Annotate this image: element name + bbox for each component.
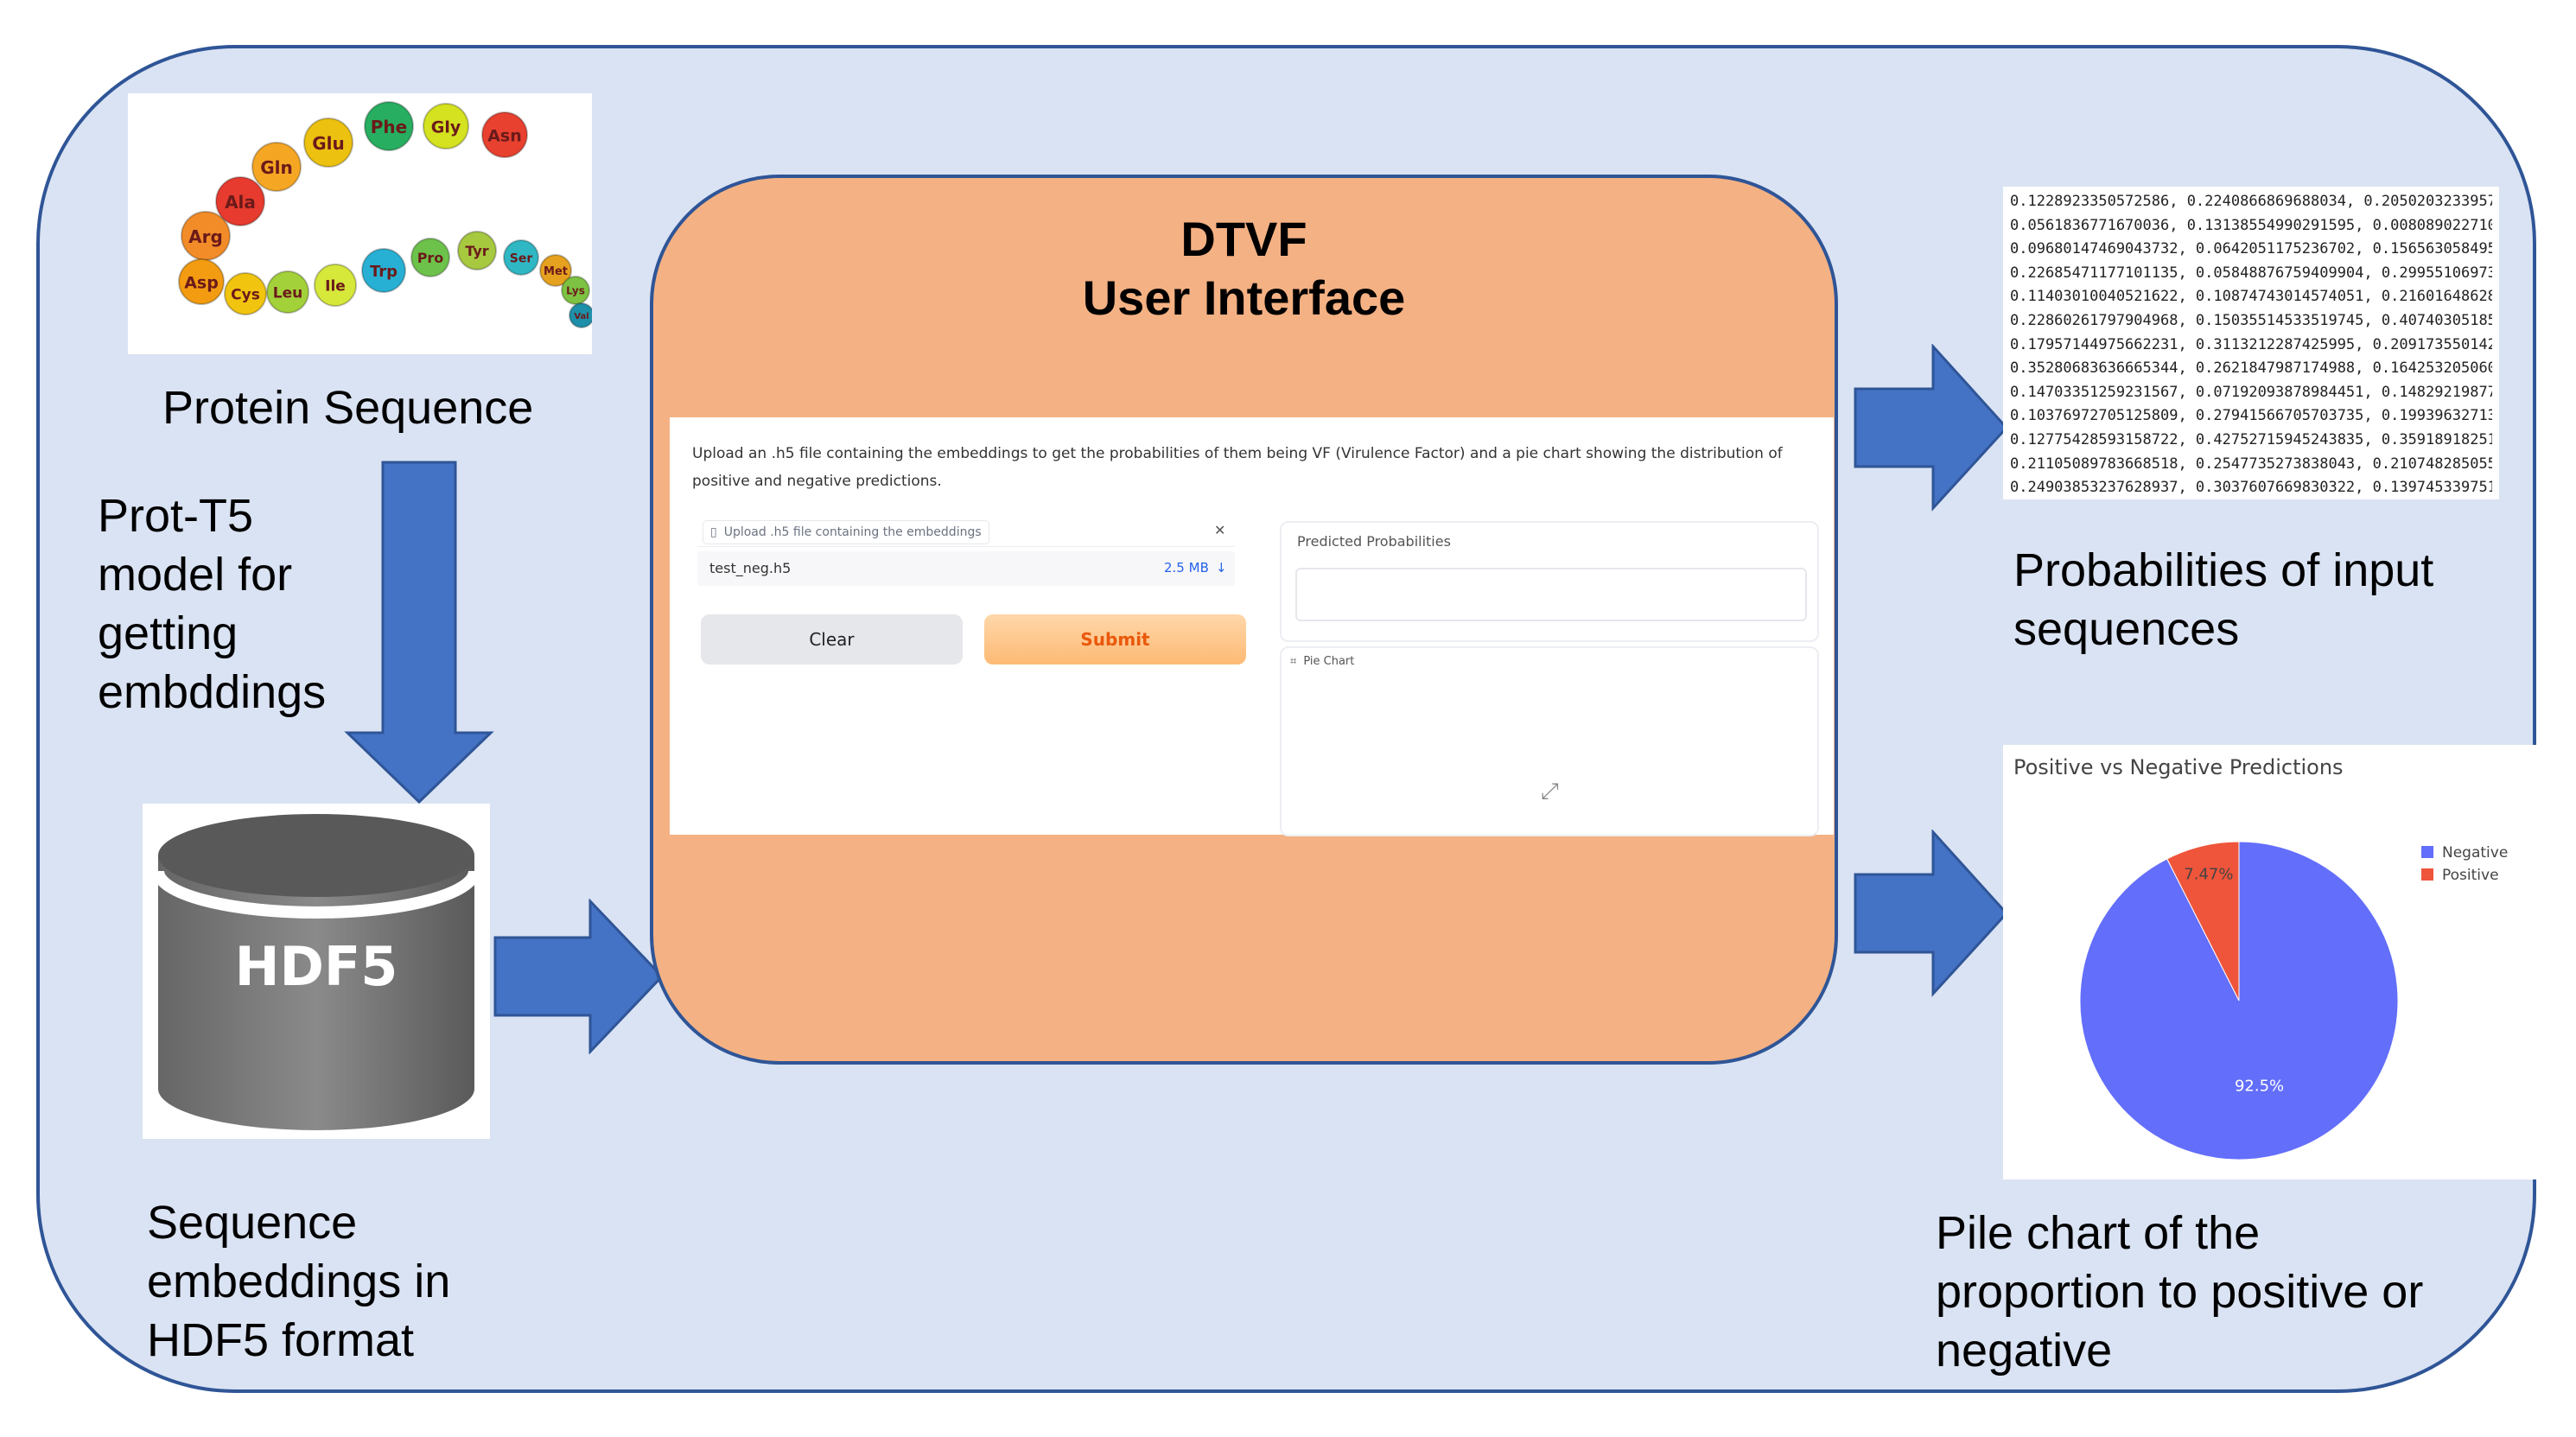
probabilities-label: Predicted Probabilities [1297,533,1451,550]
amino-acid-bead: Asn [481,111,528,158]
chart-icon: ⌗ [1290,655,1297,668]
amino-acid-label: Ile [325,278,346,296]
amino-acid-label: Ser [510,252,533,266]
file-row[interactable]: test_neg.h5 2.5 MB ↓ [697,551,1235,586]
probability-line: 0.14703351259231567, 0.07192093878984451… [2010,383,2492,401]
probability-line: 0.17957144975662231, 0.3113212287425995,… [2010,335,2492,353]
probability-line: 0.10376972705125809, 0.27941566705703735… [2010,407,2492,425]
amino-acid-bead: Asp [178,258,225,305]
submit-button[interactable]: Submit [984,614,1246,664]
amino-acid-label: Val [574,312,588,321]
prot-t5-label: Prot-T5 model for getting embddings [98,490,327,718]
amino-acid-label: Arg [188,226,223,247]
download-icon[interactable]: ↓ [1216,560,1227,575]
amino-acid-label: Asp [184,273,219,292]
right-arrow-to-probabilities [1854,344,2009,512]
amino-acid-bead: Trp [361,248,406,293]
pie-data-label: 7.47% [2184,865,2233,883]
upload-block: ▯ Upload .h5 file containing the embeddi… [697,517,1240,586]
probability-line: 0.1228923350572586, 0.2240866869688034, … [2010,193,2492,210]
probabilities-output: 0.1228923350572586, 0.2240866869688034, … [2003,187,2499,499]
pie-chart-caption: Pile chart of the proportion to positive… [1936,1207,2424,1377]
close-icon[interactable]: ✕ [1214,522,1226,538]
amino-acid-bead: Ile [314,264,357,307]
amino-acid-bead: Ala [215,176,265,226]
probabilities-panel: Predicted Probabilities [1280,521,1819,642]
legend-entry-negative[interactable]: Negative [2442,844,2508,862]
pie-chart-panel: ⌗ Pie Chart ⤢ [1280,646,1819,836]
amino-acid-bead: Phe [364,101,414,151]
amino-acid-label: Lys [566,284,585,296]
file-name: test_neg.h5 [709,560,792,576]
app-description: Upload an .h5 file containing the embedd… [692,445,1783,490]
amino-acid-label: Trp [370,263,398,281]
pie-slice-positive [2166,841,2240,1001]
probability-line: 0.09680147469043732, 0.0642051175236702,… [2010,240,2492,258]
pie-chart-label: Pie Chart [1303,655,1355,668]
probabilities-textbox[interactable] [1295,568,1807,621]
embeddings-label: Sequence embeddings in HDF5 format [147,1197,451,1366]
legend-swatch [2421,846,2433,858]
amino-acid-bead: Arg [181,211,231,261]
amino-acid-bead: Val [569,302,595,328]
clear-button[interactable]: Clear [701,614,963,664]
upload-label: Upload .h5 file containing the embedding… [723,525,982,539]
protein-sequence-label: Protein Sequence [162,382,534,434]
amino-acid-bead: Tyr [457,231,497,270]
amino-acid-label: Tyr [465,243,488,259]
pie-chart-title: Positive vs Negative Predictions [2013,755,2344,779]
amino-acid-bead: Glu [303,118,353,168]
amino-acid-bead: Leu [266,270,309,314]
probability-line: 0.0561836771670036, 0.13138554990291595,… [2010,216,2492,234]
right-arrow-to-ui [493,899,665,1054]
amino-acid-label: Leu [273,285,302,302]
probability-line: 0.22685471177101135, 0.05848876759409904… [2010,264,2492,282]
amino-acid-label: Phe [371,117,407,137]
right-arrow-to-pie [1854,830,2009,997]
amino-acid-label: Ala [225,192,256,213]
amino-acid-bead: Cys [224,272,267,315]
app-screenshot: Upload an .h5 file containing the embedd… [670,417,1834,836]
probability-line: 0.12775428593158722, 0.42752715945243835… [2010,430,2492,448]
amino-acid-bead: Gln [251,142,302,192]
hdf5-text: HDF5 [235,935,398,998]
amino-acid-label: Asn [487,126,522,145]
amino-acid-label: Cys [231,287,260,304]
amino-acid-bead: Pro [410,238,450,277]
empty-chart-icon: ⤢ [1541,778,1559,804]
amino-acid-bead: Gly [423,103,469,149]
legend-entry-positive[interactable]: Positive [2442,867,2499,884]
probability-line: 0.35280683636665344, 0.2621847987174988,… [2010,359,2492,378]
probability-line: 0.21105089783668518, 0.2547735273838043,… [2010,455,2492,473]
amino-acid-label: Glu [312,133,345,154]
pie-chart: Positive vs Negative Predictions 92.5% 7.… [2013,755,2508,1160]
amino-acid-label: Pro [417,250,444,266]
amino-acid-label: Gly [431,118,461,137]
amino-acid-label: Gln [260,157,293,178]
amino-acid-bead: Met [539,254,572,287]
amino-acid-bead: Ser [503,239,539,276]
probability-line: 0.11403010040521622, 0.10874743014574051… [2010,288,2492,306]
file-icon: ▯ [710,525,717,539]
probability-line: 0.22860261797904968, 0.15035514533519745… [2010,311,2492,329]
down-arrow [344,461,494,804]
amino-acid-label: Met [544,265,568,278]
ui-title-line1: DTVF [1180,212,1307,266]
file-size[interactable]: 2.5 MB [1164,560,1209,575]
amino-acid-bead: Lys [561,276,590,305]
legend-swatch [2421,868,2433,881]
database-icon: HDF5 [152,814,480,1130]
probability-line: 0.24903853237628937, 0.3037607669830322,… [2010,479,2492,497]
hdf5-image: HDF5 [143,804,490,1139]
pie-data-label: 92.5% [2235,1077,2284,1095]
ui-title-line2: User Interface [1082,270,1406,325]
probabilities-caption: Probabilities of input sequences [2013,544,2434,655]
upload-tag: ▯ Upload .h5 file containing the embeddi… [703,520,989,544]
pie-chart-image: Positive vs Negative Predictions 92.5% 7.… [2003,745,2542,1179]
